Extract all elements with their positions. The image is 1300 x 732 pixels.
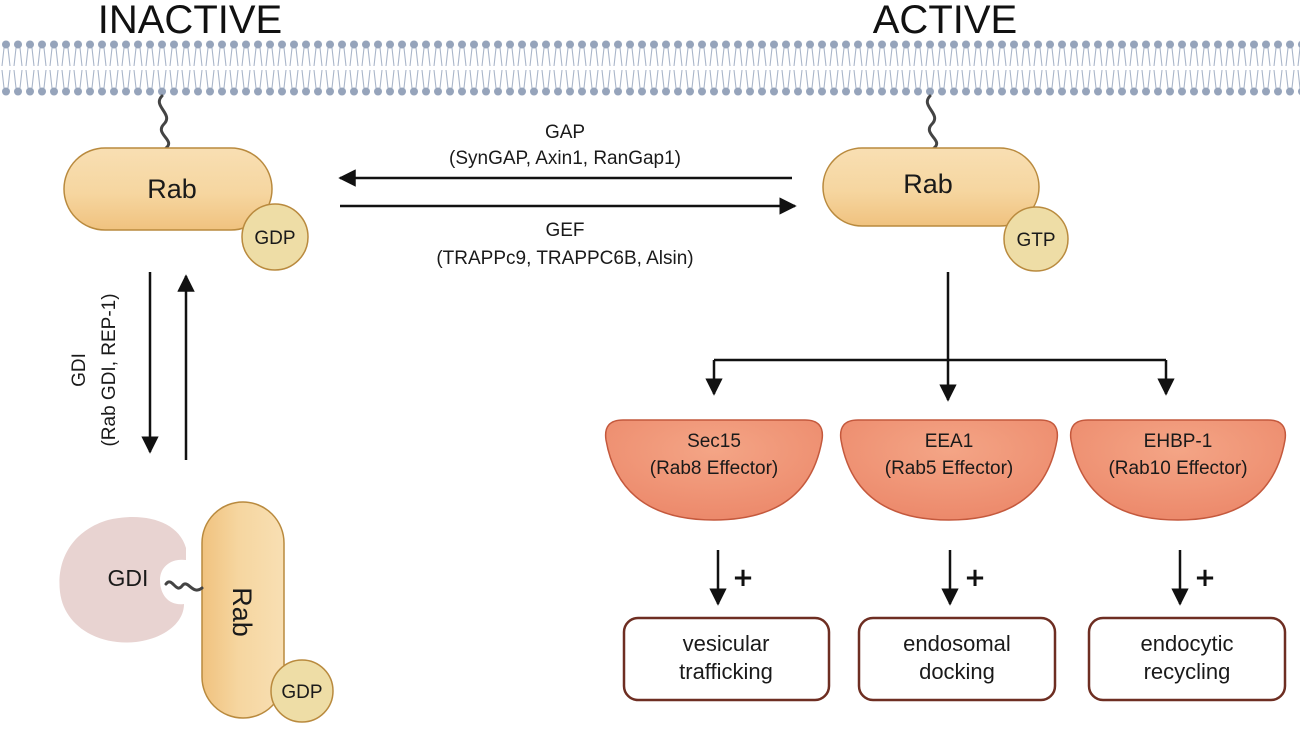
active-rab-label: Rab [903,169,953,199]
outcome-endocytic-recycling: endocytic recycling [1087,616,1287,702]
gdi-label: GDI [108,565,149,591]
cell-membrane [0,40,1300,96]
effector-sec15-role: (Rab8 Effector) [650,458,778,479]
gdi-bound-rab-label: Rab [227,587,257,637]
gap-title: GAP [545,122,585,143]
gdi-protein [59,517,186,643]
outcome-vesicular-trafficking: vesicular trafficking [622,616,831,702]
gap-examples: (SynGAP, Axin1, RanGap1) [449,148,681,169]
effector-sec15: Sec15 (Rab8 Effector) [604,419,824,521]
gdp-nucleotide: GDP [241,203,309,271]
inactive-title: INACTIVE [98,0,282,42]
inactive-rab: Rab [63,147,273,231]
effector-eea1: EEA1 (Rab5 Effector) [839,419,1059,521]
effector-eea1-name: EEA1 [925,431,974,452]
gdi-examples: (Rab GDI, REP-1) [99,293,120,446]
outcome-endosomal-docking: endosomal docking [857,616,1057,702]
effector-sec15-name: Sec15 [687,431,741,452]
outcome-vesicular-line1: vesicular [683,631,770,656]
gtp-nucleotide: GTP [1003,206,1069,272]
active-rab-anchor [926,94,938,150]
effector-ehbp1-role: (Rab10 Effector) [1108,458,1247,479]
outcome-endocytic-line1: endocytic [1141,631,1234,656]
gdi-title: GDI [69,353,90,387]
gdi-bound-gdp-label: GDP [281,682,322,703]
gdi-bound-rab-anchor [164,580,204,592]
gdi-bound-rab: Rab [201,501,285,719]
gef-title: GEF [545,220,584,241]
gef-examples: (TRAPPc9, TRAPPC6B, Alsin) [436,248,693,269]
effector-ehbp1: EHBP-1 (Rab10 Effector) [1069,419,1287,521]
outcome-endocytic-line2: recycling [1144,659,1231,684]
effector-eea1-role: (Rab5 Effector) [885,458,1013,479]
active-title: ACTIVE [873,0,1017,42]
inactive-rab-anchor [158,94,170,150]
gtp-label: GTP [1016,230,1055,251]
plus-sign-eea1: + [964,563,986,593]
inactive-rab-label: Rab [147,174,197,204]
outcome-endosomal-line2: docking [919,659,995,684]
plus-sign-sec15: + [732,563,754,593]
active-rab: Rab [822,147,1040,227]
gdi-bound-gdp-nucleotide: GDP [270,659,334,723]
gdp-label: GDP [254,228,295,249]
outcome-endosomal-line1: endosomal [903,631,1011,656]
plus-sign-ehbp1: + [1194,563,1216,593]
outcome-vesicular-line2: trafficking [679,659,773,684]
effector-ehbp1-name: EHBP-1 [1144,431,1213,452]
